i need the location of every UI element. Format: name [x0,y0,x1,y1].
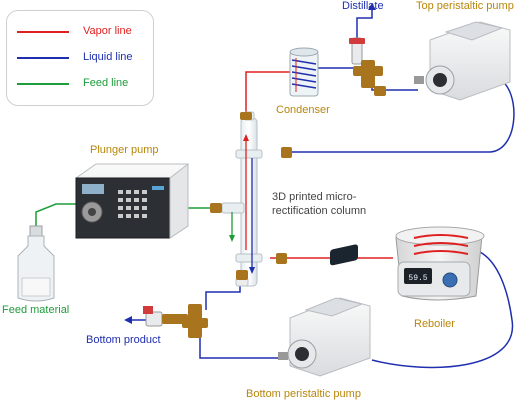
liquid-line-column-bottom [205,284,241,310]
column-label-line2: rectification column [272,205,367,217]
reboiler-display-value: 59.5 [408,274,427,283]
vapor-line-swatch [17,31,69,33]
column-label-line1: 3D printed micro- [272,191,357,203]
distillate-label: Distillate [342,0,384,12]
liquid-line-pump-to-column [292,79,515,153]
bottom-peristaltic-pump [278,244,371,377]
liquid-line-pump-to-reboiler [371,251,514,369]
liquid-line-bottom-pump [199,330,280,359]
legend-item-vapor: Vapor line [17,25,147,39]
legend-item-liquid: Liquid line [17,51,147,65]
feed-bottle [17,225,55,302]
column-label: 3D printed micro- rectification column [272,190,366,218]
distillate-arrowhead [368,3,376,10]
bottom-pump-label: Bottom peristaltic pump [246,388,361,400]
legend: Vapor line Liquid line Feed line [6,10,154,106]
distillate-valve [349,37,386,96]
plunger-pump-label: Plunger pump [90,144,159,156]
feed-line-swatch [17,83,69,85]
reboiler-label: Reboiler [414,318,455,330]
legend-item-feed: Feed line [17,77,147,91]
bottom-product-arrowhead [124,316,132,324]
bottom-product-label: Bottom product [86,334,161,346]
liquid-line-distillate [356,8,373,38]
feed-material-label: Feed material [2,304,70,316]
liquid-line-swatch [17,57,69,59]
condenser-label: Condenser [276,104,330,116]
reboiler-device [395,226,485,301]
legend-label-feed: Feed line [83,77,129,89]
bottom-valve [143,304,208,338]
feed-line-bottle [35,203,80,228]
top-pump-label: Top peristaltic pump [416,0,514,12]
top-peristaltic-pump [414,21,511,101]
condenser-device [289,47,319,97]
legend-label-vapor: Vapor line [83,25,132,37]
legend-label-liquid: Liquid line [83,51,133,63]
rectification-column [210,111,292,287]
plunger-pump [75,162,189,239]
vapor-line-top [245,71,290,118]
